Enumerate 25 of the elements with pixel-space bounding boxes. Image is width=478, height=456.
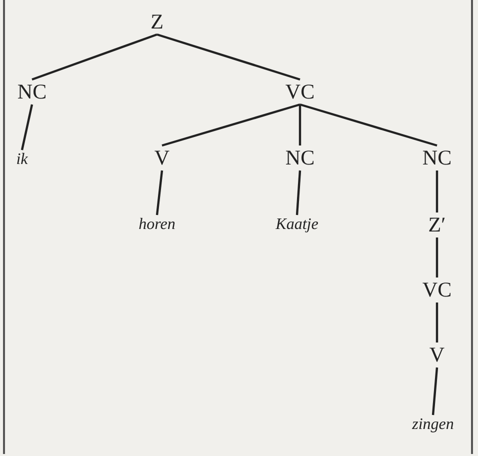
tree-branch <box>32 33 158 81</box>
tree-branch <box>162 103 300 147</box>
category-label: V <box>427 344 447 366</box>
tree-branch <box>298 104 302 146</box>
category-label: V <box>152 146 172 170</box>
word-label: Kaatje <box>274 216 320 234</box>
category-label: NC <box>420 146 454 170</box>
tree-branch <box>436 170 438 212</box>
tree-branch <box>20 104 34 150</box>
category-label: NC <box>15 80 49 104</box>
word-label: horen <box>136 216 178 234</box>
category-label: VC <box>420 278 454 302</box>
tree-branch <box>436 238 438 278</box>
category-label: Z′ <box>426 214 448 236</box>
category-label: NC <box>283 146 317 170</box>
word-label: ik <box>14 151 30 169</box>
tree-branch <box>436 302 438 342</box>
word-label: zingen <box>410 416 456 434</box>
tree-branch <box>432 367 438 416</box>
category-label: Z <box>148 10 166 34</box>
category-label: VC <box>283 80 317 104</box>
tree-branch <box>156 33 300 81</box>
tree-branch <box>300 103 438 147</box>
tree-branch <box>296 170 302 216</box>
tree-branch <box>156 170 164 216</box>
